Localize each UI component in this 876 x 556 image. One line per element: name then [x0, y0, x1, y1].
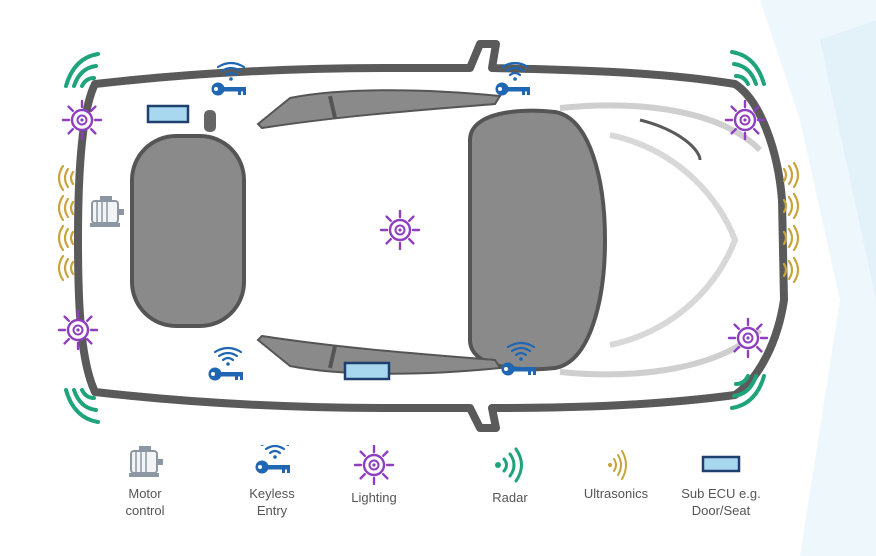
side-window-top	[256, 89, 502, 130]
mirror	[204, 110, 216, 132]
legend-radar: Radar	[470, 445, 550, 545]
keyless-rear-right	[501, 341, 536, 376]
motor-unit	[90, 196, 124, 227]
legend-label-sub-ecu: Sub ECU e.g. Door/Seat	[681, 486, 761, 518]
front-seat	[130, 134, 246, 328]
key-icon	[255, 445, 290, 474]
ultrasonic-front-4	[57, 254, 75, 282]
motor-icon	[129, 446, 163, 477]
light-interior	[379, 209, 421, 251]
ultrasonic-front-2	[57, 194, 75, 222]
radar-rear-bottom	[730, 374, 766, 410]
legend-lighting: Lighting	[334, 445, 414, 545]
legend-label-radar: Radar	[492, 490, 528, 505]
radar-front-top	[64, 52, 100, 88]
legend-ultrasonics: Ultrasonics	[568, 445, 664, 545]
sub-ecu-seat	[146, 104, 190, 124]
legend-sub-ecu: Sub ECU e.g. Door/Seat	[666, 445, 776, 545]
light-rear-bottom	[727, 317, 769, 359]
light-front-top	[61, 99, 103, 141]
keyless-front-right	[208, 346, 243, 381]
legend-label-keyless: Keyless Entry	[249, 486, 295, 518]
light-rear-top	[724, 99, 766, 141]
light-front-bottom	[57, 309, 99, 351]
radar-rear-top	[730, 50, 766, 86]
sub-ecu-door	[343, 361, 391, 381]
radar-icon	[495, 447, 523, 483]
side-window-bottom	[256, 334, 502, 375]
light-icon	[353, 445, 395, 485]
rear-seat	[468, 108, 608, 372]
legend-label-motor: Motor control	[125, 486, 165, 518]
ultrasonic-front-1	[57, 164, 75, 192]
ultrasonic-icon	[608, 450, 627, 480]
legend-motor-control: Motor control	[105, 445, 185, 545]
keyless-front-left	[211, 61, 246, 96]
legend-label-lighting: Lighting	[351, 490, 397, 505]
legend-label-ultrasonics: Ultrasonics	[583, 486, 649, 501]
keyless-rear-left	[495, 61, 530, 96]
ultrasonic-rear-1	[782, 161, 800, 189]
legend-keyless-entry: Keyless Entry	[232, 445, 312, 545]
ultrasonic-front-3	[57, 224, 75, 252]
radar-front-bottom	[64, 388, 100, 424]
sub-ecu-icon	[701, 455, 741, 473]
